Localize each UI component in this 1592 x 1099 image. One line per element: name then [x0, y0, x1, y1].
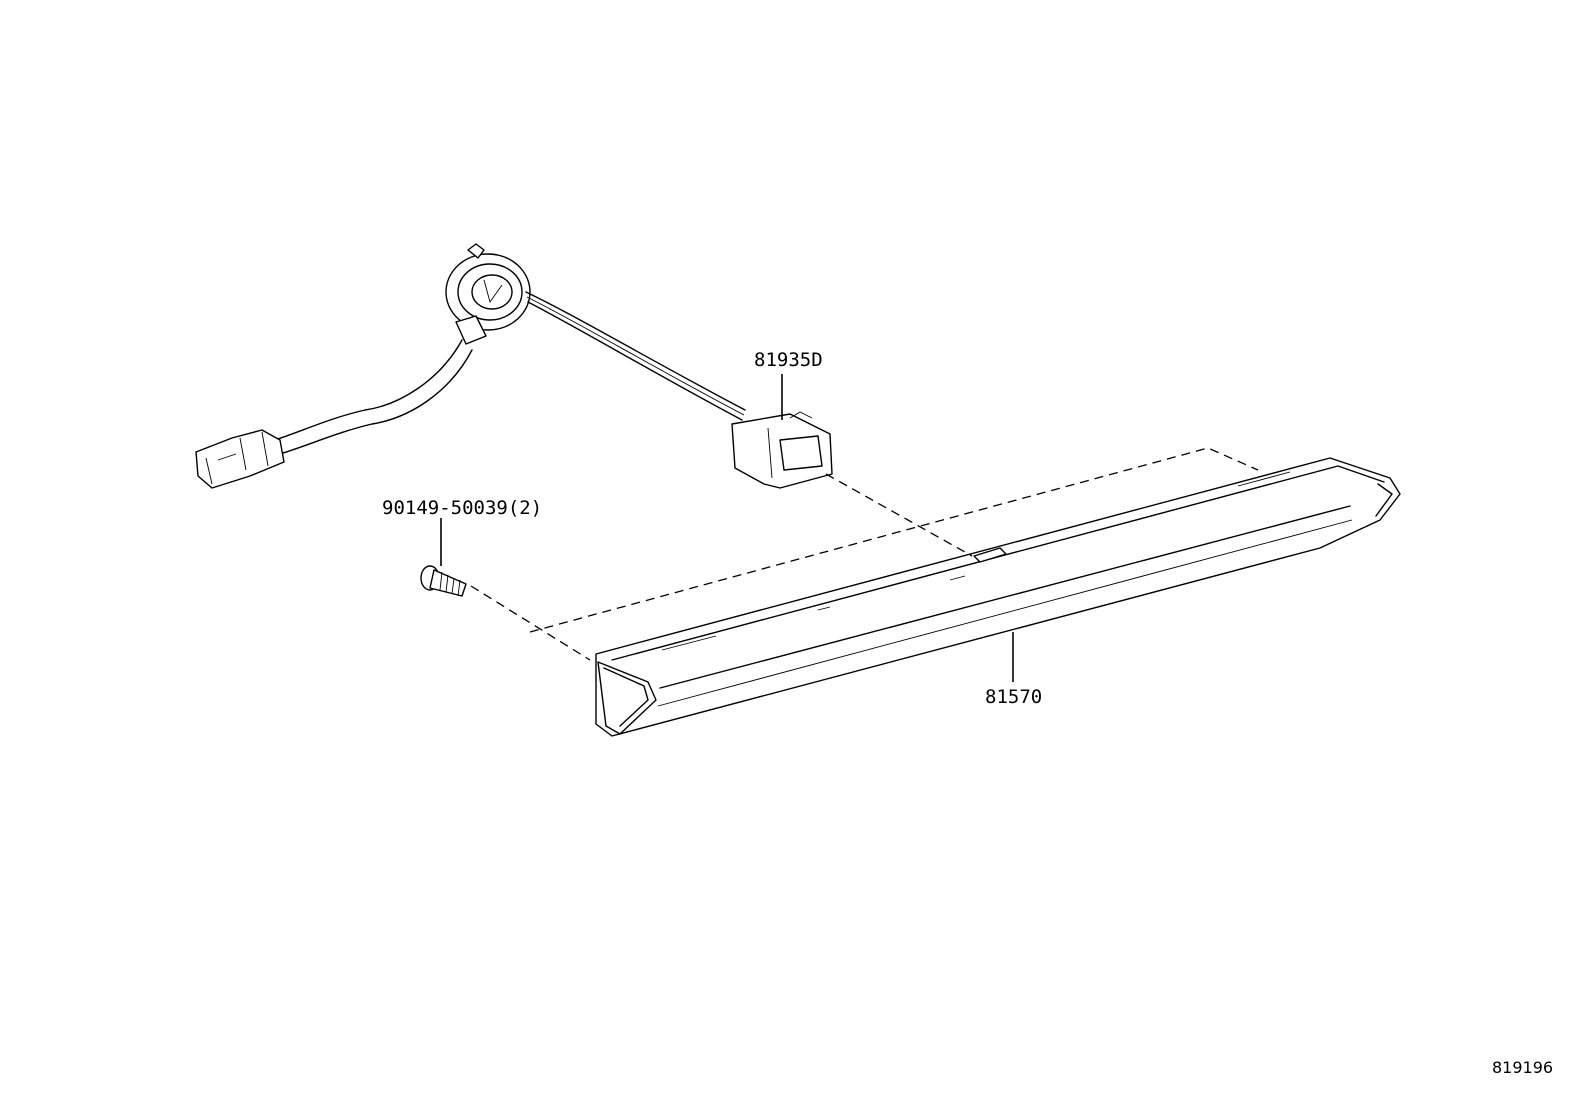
diagram-code: 819196 [1492, 1058, 1553, 1077]
wire-harness-drawing[interactable] [195, 243, 833, 489]
socket-drawing [445, 243, 531, 345]
part-label-lamp[interactable]: 81570 [985, 686, 1042, 708]
assembly-lines [470, 447, 1259, 661]
part-label-harness[interactable]: 81935D [754, 349, 823, 371]
right-connector-drawing [731, 411, 833, 489]
part-label-screw[interactable]: 90149-50039(2) [382, 497, 542, 519]
stop-lamp-drawing[interactable] [595, 457, 1401, 737]
screw-drawing[interactable] [420, 565, 467, 597]
left-connector-drawing [195, 429, 285, 489]
